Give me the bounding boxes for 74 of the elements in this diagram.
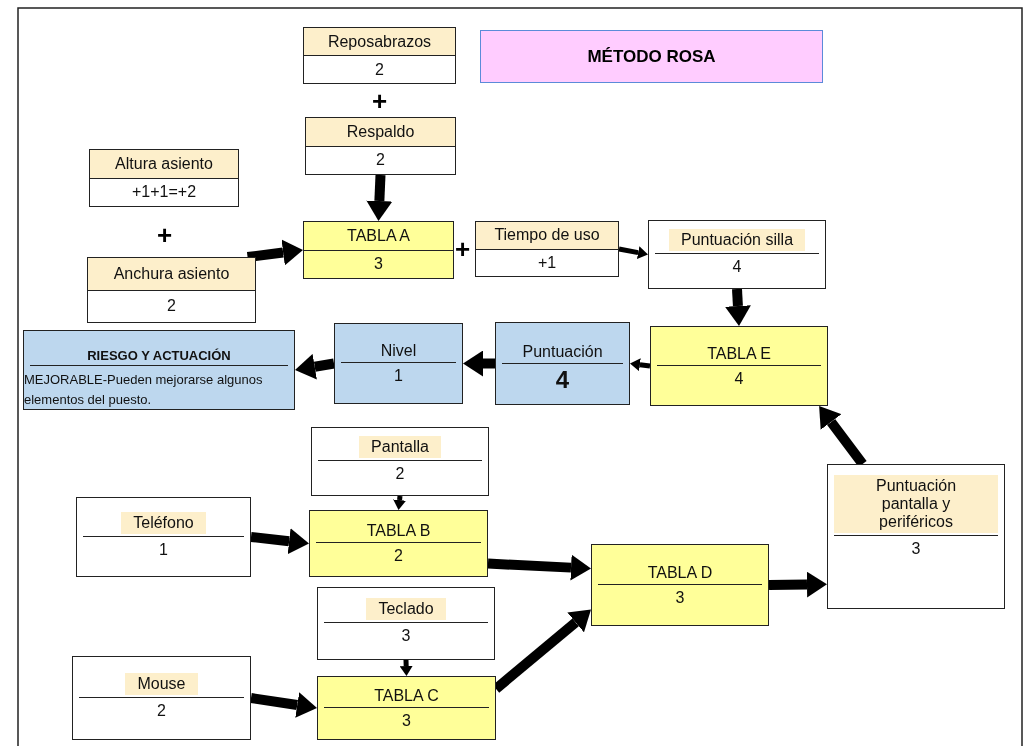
card-value: 1 (159, 540, 168, 559)
card-heading: TABLA A (347, 226, 410, 245)
plus-sign: + (455, 236, 471, 262)
score-card (317, 587, 495, 660)
card-value: 2 (395, 465, 405, 483)
block-arrow (295, 353, 335, 380)
card-heading: Respaldo (346, 122, 415, 141)
card-heading: Pantalla (359, 436, 441, 458)
card-value: 3 (402, 711, 411, 730)
card-value: 2 (376, 151, 385, 170)
card-heading: Puntuación pantalla y periféricos (834, 475, 998, 533)
card-heading: TABLA E (707, 344, 771, 363)
card-value: 3 (401, 627, 411, 645)
result-box (495, 322, 630, 405)
block-arrow (366, 174, 393, 221)
plus-sign: + (157, 222, 173, 248)
block-arrow (399, 659, 413, 676)
score-card (76, 497, 251, 577)
result-box (23, 330, 295, 410)
block-arrow (618, 246, 648, 259)
card-value: 2 (167, 297, 176, 316)
card-heading: Puntuación (522, 343, 603, 361)
result-box (334, 323, 463, 404)
table-box (303, 221, 454, 279)
score-card (87, 257, 256, 323)
title-banner: MÉTODO ROSA (480, 30, 823, 83)
card-value: 2 (394, 547, 403, 565)
card-value: 4 (555, 366, 570, 394)
plus-sign: + (372, 88, 388, 114)
score-card (89, 149, 239, 207)
score-card (311, 427, 489, 496)
score-card (827, 464, 1005, 609)
card-heading: Altura asiento (115, 154, 213, 173)
card-heading: Puntuación silla (668, 229, 806, 251)
card-value: 3 (911, 540, 921, 558)
card-heading: Mouse (125, 672, 198, 695)
score-card (305, 117, 456, 175)
card-heading: Nivel (380, 342, 417, 360)
card-heading: RIESGO Y ACTUACIÓN (87, 348, 231, 363)
card-value: +1+1=+2 (131, 183, 197, 202)
card-heading: TABLA C (374, 686, 439, 705)
block-arrow (393, 495, 407, 510)
card-value: 4 (734, 369, 744, 388)
score-card (72, 656, 251, 740)
block-arrow (630, 358, 651, 372)
card-value: 3 (374, 255, 383, 274)
card-value: 4 (732, 258, 742, 276)
table-box (650, 326, 828, 406)
block-arrow (246, 239, 303, 266)
card-heading: Reposabrazos (327, 32, 432, 51)
card-value: 3 (675, 588, 685, 607)
card-value: +1 (537, 253, 557, 272)
card-heading: Teclado (366, 598, 446, 620)
block-arrow (463, 350, 495, 377)
block-arrow (768, 571, 827, 598)
card-heading: Teléfono (121, 511, 206, 534)
card-heading: Anchura asiento (113, 264, 230, 283)
table-box (591, 544, 769, 626)
card-value: 2 (375, 60, 384, 79)
block-arrow (250, 528, 309, 555)
block-arrow (724, 288, 751, 326)
card-value: 2 (157, 701, 166, 720)
score-card (648, 220, 826, 289)
card-heading: TABLA B (366, 522, 431, 540)
card-heading: TABLA D (647, 563, 713, 582)
table-box (317, 676, 496, 740)
score-card (475, 221, 619, 277)
card-value: 1 (394, 367, 403, 385)
card-value: MEJORABLE-Pueden mejorarse algunos elementos del puesto. (24, 371, 264, 409)
card-heading: Tiempo de uso (494, 226, 600, 245)
score-card (303, 27, 456, 84)
block-arrow (250, 692, 317, 718)
block-arrow (487, 554, 591, 581)
table-box (309, 510, 488, 577)
